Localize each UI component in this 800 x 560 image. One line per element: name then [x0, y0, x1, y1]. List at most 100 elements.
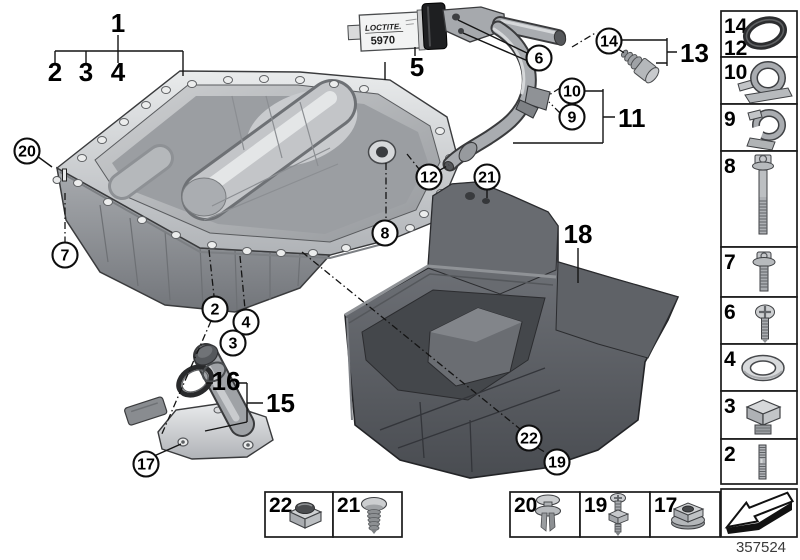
bottom-cell-19[interactable]: 19: [579, 491, 651, 538]
expansion-rivet-icon: [360, 496, 388, 534]
label-15: 15: [266, 388, 295, 418]
item-labels: 1 2 3 4 5 11 13 15 16 18: [48, 8, 709, 418]
screw-and-nut-icon: [607, 493, 630, 536]
loctite-brand-text: LOCTITE.: [365, 22, 402, 33]
svg-text:9: 9: [568, 110, 577, 127]
sealing-washer-icon: [741, 354, 785, 382]
bottom-cell-17[interactable]: 17: [649, 491, 721, 538]
callout-12[interactable]: 12: [415, 163, 443, 191]
svg-text:14: 14: [724, 15, 748, 38]
sidebar-cell-4[interactable]: 4: [720, 343, 798, 392]
sidebar-cell-9[interactable]: 9: [720, 103, 798, 152]
sensor-o-ring: [176, 364, 214, 398]
o-ring-icon: [743, 16, 787, 50]
svg-text:2: 2: [211, 302, 220, 319]
svg-text:20: 20: [514, 494, 537, 517]
callout-6[interactable]: 6: [525, 44, 553, 72]
stud-slot: [62, 168, 67, 182]
svg-text:22: 22: [269, 494, 292, 517]
label-13: 13: [680, 38, 709, 68]
screw-plug-icon: [745, 399, 782, 435]
svg-text:4: 4: [242, 315, 251, 332]
sidebar-cell-6[interactable]: 6: [720, 296, 798, 345]
sealing-plug: [621, 49, 660, 84]
svg-text:22: 22: [520, 431, 538, 448]
sidebar-cell-2[interactable]: 2: [720, 438, 798, 485]
bottom-cell-20[interactable]: 20: [509, 491, 581, 538]
acoustic-cover: [344, 181, 680, 479]
leader-lines: [36, 19, 677, 457]
label-5: 5: [410, 52, 424, 82]
callout-7[interactable]: 7: [51, 241, 79, 269]
bottom-row-parts: 22 21 20: [264, 491, 721, 538]
callout-17[interactable]: 17: [132, 450, 160, 478]
svg-text:8: 8: [724, 155, 736, 178]
label-3: 3: [79, 57, 93, 87]
svg-text:7: 7: [61, 248, 70, 265]
sidebar-cell-14-12[interactable]: 14 12: [720, 10, 798, 60]
svg-text:19: 19: [548, 455, 566, 472]
bottom-cell-22[interactable]: 22: [264, 491, 334, 538]
svg-text:20: 20: [18, 144, 36, 161]
pan-head-screw-icon: [755, 304, 775, 343]
oil-pan: [52, 70, 460, 313]
callout-21[interactable]: 21: [473, 163, 501, 191]
svg-text:3: 3: [724, 395, 736, 418]
loctite-product-text: 5970: [370, 34, 395, 47]
callout-3[interactable]: 3: [219, 329, 247, 357]
hose-clamp-icon: [746, 109, 786, 151]
callout-8[interactable]: 8: [371, 219, 399, 247]
hose-clip-icon: [737, 61, 793, 104]
svg-text:8: 8: [381, 226, 390, 243]
blind-rivet-icon: [534, 494, 562, 532]
cap-nut-icon: [288, 502, 323, 529]
svg-text:21: 21: [478, 170, 496, 187]
svg-text:19: 19: [584, 494, 607, 517]
svg-text:6: 6: [535, 51, 544, 68]
label-2: 2: [48, 57, 62, 87]
label-11: 11: [618, 103, 646, 133]
label-4: 4: [111, 57, 126, 87]
svg-text:17: 17: [654, 494, 677, 517]
sidebar-cell-10[interactable]: 10: [720, 56, 798, 105]
sidebar-cell-8[interactable]: 8: [720, 150, 798, 248]
flange-nut-icon: [671, 502, 705, 530]
sidebar-cell-7[interactable]: 7: [720, 246, 798, 298]
long-flange-bolt-icon: [752, 154, 774, 235]
callout-4[interactable]: 4: [232, 308, 260, 336]
callout-2[interactable]: 2: [201, 295, 229, 323]
label-16: 16: [212, 366, 241, 396]
diagram-part-number: 357524: [736, 539, 786, 556]
back-arrow-icon: [724, 491, 795, 534]
svg-text:12: 12: [420, 170, 438, 187]
svg-text:7: 7: [724, 251, 736, 274]
oil-level-sensor: [124, 343, 274, 460]
label-1: 1: [111, 8, 125, 38]
svg-text:17: 17: [137, 457, 155, 474]
callout-9[interactable]: 9: [558, 103, 586, 131]
callout-14[interactable]: 14: [595, 27, 623, 55]
svg-text:6: 6: [724, 301, 736, 324]
svg-text:9: 9: [724, 108, 736, 131]
svg-text:10: 10: [563, 84, 581, 101]
nav-back-cell[interactable]: [720, 488, 798, 538]
label-18: 18: [564, 219, 593, 249]
callout-10[interactable]: 10: [558, 77, 586, 105]
stud-bolt-icon: [758, 444, 767, 480]
sidebar-cell-3[interactable]: 3: [720, 390, 798, 440]
bottom-cell-21[interactable]: 21: [332, 491, 403, 538]
loctite-sealant-tube: LOCTITE. 5970: [347, 2, 448, 52]
callout-20[interactable]: 20: [13, 137, 41, 165]
dipstick-guide-tube: [442, 6, 567, 172]
callout-22[interactable]: 22: [515, 424, 543, 452]
callout-19[interactable]: 19: [543, 448, 571, 476]
svg-text:21: 21: [337, 494, 361, 517]
callouts: 20 7 6 14 10 9 12 8 21 2 4 3 17 22 19: [13, 27, 623, 478]
svg-text:4: 4: [724, 348, 736, 371]
svg-text:10: 10: [724, 61, 747, 84]
flange-screw-icon: [752, 251, 776, 292]
svg-text:3: 3: [229, 336, 238, 353]
svg-text:12: 12: [724, 37, 747, 60]
